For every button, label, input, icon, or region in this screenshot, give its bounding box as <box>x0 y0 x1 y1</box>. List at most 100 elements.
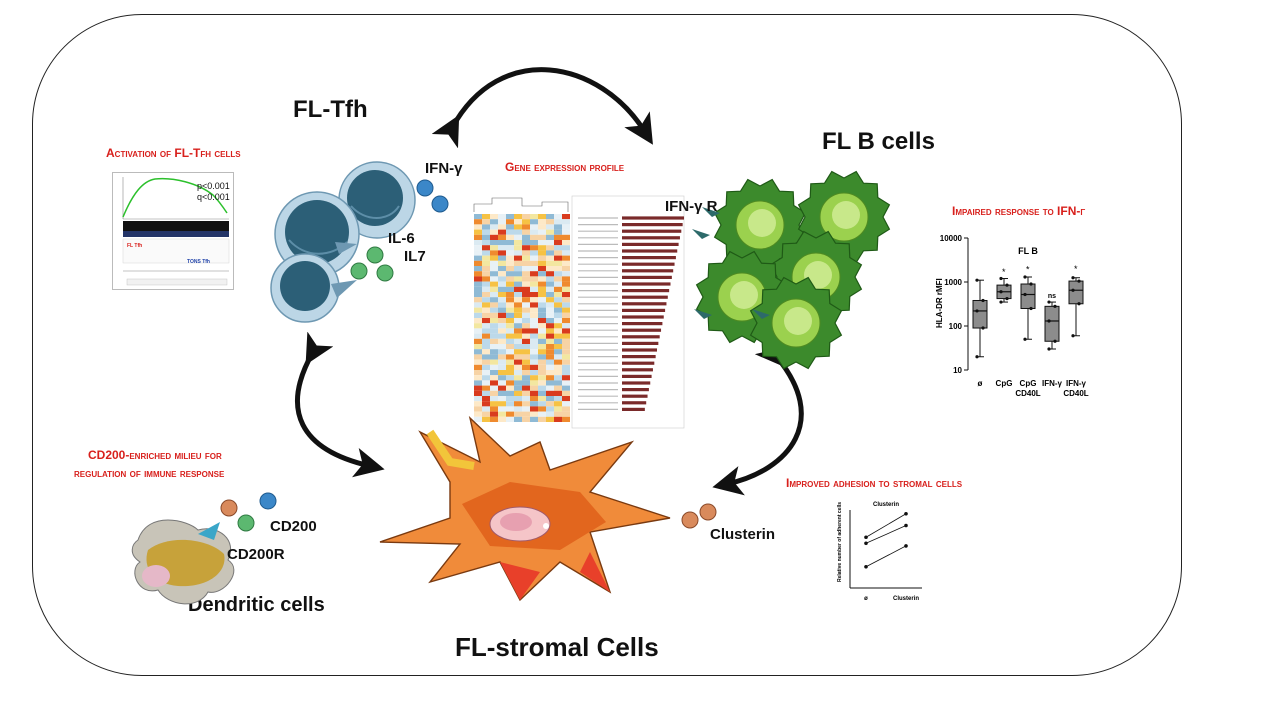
heatmap-cell <box>562 292 570 298</box>
heatmap-cell <box>530 406 538 412</box>
pathway-bar <box>622 374 652 378</box>
heatmap-cell <box>546 401 554 407</box>
heatmap-cell <box>562 266 570 272</box>
heatmap-cell <box>474 229 482 235</box>
heatmap-cell <box>490 214 498 220</box>
pathway-bar <box>622 223 683 227</box>
heatmap-cell <box>474 281 482 287</box>
boxplot-point <box>981 326 985 330</box>
pathway-bar <box>622 256 676 260</box>
heatmap-cell <box>554 271 562 277</box>
heatmap-cell <box>514 370 522 376</box>
heatmap-cell <box>554 286 562 292</box>
heatmap-cell <box>506 359 514 365</box>
cd200-heading-line1: CD200-enriched milieu for <box>88 448 222 462</box>
boxplot-point <box>1071 288 1075 292</box>
heatmap-cell <box>514 380 522 386</box>
heatmap-cell <box>554 411 562 417</box>
heatmap-cell <box>498 219 506 225</box>
heatmap-cell <box>522 323 530 329</box>
heatmap-cell <box>530 385 538 391</box>
heatmap-cell <box>490 380 498 386</box>
heatmap-cell <box>514 401 522 407</box>
heatmap-cell <box>514 390 522 396</box>
heatmap-cell <box>474 401 482 407</box>
heatmap-cell <box>498 364 506 370</box>
heatmap-cell <box>530 364 538 370</box>
heatmap-cell <box>498 406 506 412</box>
heatmap-cell <box>554 245 562 251</box>
heatmap-cell <box>482 255 490 261</box>
heatmap-cell <box>562 307 570 313</box>
boxplot-point <box>1005 296 1009 301</box>
heatmap-cell <box>514 240 522 246</box>
heatmap-cell <box>562 286 570 292</box>
heatmap-cell <box>530 416 538 422</box>
heatmap-cell <box>530 255 538 261</box>
boxplot-box <box>1068 280 1084 305</box>
heatmap-cell <box>538 406 546 412</box>
heatmap-cell <box>522 292 530 298</box>
heatmap-cell <box>554 338 562 344</box>
heatmap-cell <box>546 260 554 266</box>
heatmap-cell <box>474 344 482 350</box>
heatmap-cell <box>490 349 498 355</box>
heatmap-cell <box>490 390 498 396</box>
heatmap-cell <box>498 281 506 287</box>
heatmap-cell <box>474 338 482 344</box>
boxplot-y-tick-label: 100 <box>949 322 963 331</box>
boxplot-category-label: CD40L <box>1015 389 1040 398</box>
line-category-label: Clusterin <box>893 596 919 602</box>
boxplot-point <box>1005 283 1009 287</box>
heatmap-cell <box>490 401 498 407</box>
boxplot-point <box>975 355 979 359</box>
heatmap-cell <box>562 354 570 360</box>
boxplot-point <box>1029 306 1033 311</box>
boxplot-category-label: CpG <box>996 379 1013 388</box>
heatmap-cell <box>538 245 546 251</box>
heatmap-cell <box>530 229 538 235</box>
heatmap-cell <box>514 266 522 272</box>
heatmap-cell <box>514 307 522 313</box>
heatmap-cell <box>522 271 530 277</box>
heatmap-cell <box>482 281 490 287</box>
heatmap-cell <box>554 416 562 422</box>
dendritic-molecules <box>220 492 277 532</box>
boxplot-point <box>975 309 979 313</box>
heatmap-cell <box>514 286 522 292</box>
heatmap-cell <box>562 250 570 256</box>
boxplot-category-label: CpG <box>1020 379 1037 388</box>
heatmap-cell <box>490 312 498 318</box>
heatmap-cell <box>482 245 490 251</box>
heatmap-cell <box>490 364 498 370</box>
heatmap-cell <box>514 281 522 287</box>
heatmap-cell <box>530 297 538 303</box>
heatmap-cell <box>498 390 506 396</box>
tfh-cells <box>270 161 416 323</box>
boxplot-point <box>1047 347 1051 351</box>
heatmap-cell <box>474 318 482 324</box>
heatmap-cell <box>522 338 530 344</box>
heatmap-cell <box>522 344 530 350</box>
heatmap-cell <box>506 219 514 225</box>
pathway-bar <box>622 394 648 398</box>
b-cell-nucleolus <box>730 281 758 309</box>
boxplot-category-label: ø <box>978 379 983 388</box>
line-title: Clusterin <box>873 502 899 508</box>
heatmap-cell <box>498 349 506 355</box>
heatmap-cell <box>482 292 490 298</box>
boxplot-point <box>1029 282 1033 286</box>
heatmap-cell <box>554 214 562 220</box>
heatmap-cell <box>498 312 506 318</box>
heatmap-cell <box>482 364 490 370</box>
heatmap-cell <box>514 406 522 412</box>
boxplot-point <box>1023 275 1027 279</box>
heatmap-cell <box>522 234 530 240</box>
heatmap-cell <box>474 219 482 225</box>
cd200-heading-line2: regulation of immune response <box>74 466 225 480</box>
heatmap-cell <box>522 255 530 261</box>
heatmap-cell <box>506 240 514 246</box>
boxplot-y-tick-label: 10 <box>953 366 962 375</box>
heatmap-cell <box>530 302 538 308</box>
heatmap-cell <box>482 328 490 334</box>
